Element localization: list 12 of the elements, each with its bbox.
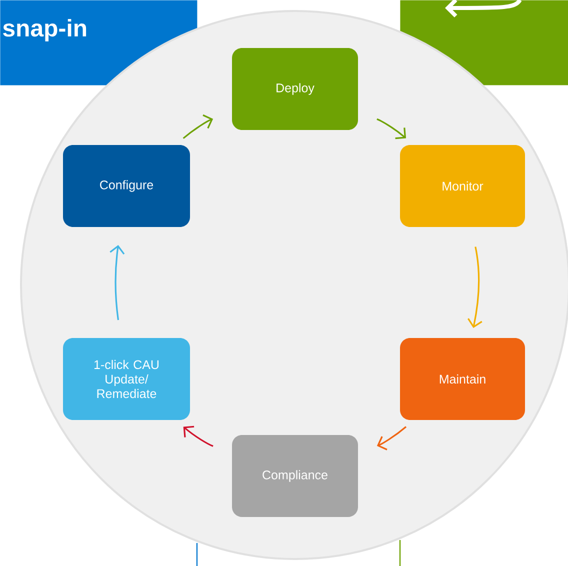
arrow (376, 118, 406, 140)
arrow (468, 246, 482, 328)
arrow (376, 426, 407, 450)
arrow (182, 114, 214, 139)
arrow (110, 245, 125, 320)
process-box: Maintain (400, 338, 525, 420)
process-box: Compliance (232, 435, 358, 517)
arrow (183, 426, 214, 447)
process-box: Configure (63, 145, 190, 227)
process-box: Monitor (400, 145, 525, 227)
process-box: Deploy (232, 48, 358, 130)
process-box: 1-click CAU Update/ Remediate (63, 338, 190, 420)
